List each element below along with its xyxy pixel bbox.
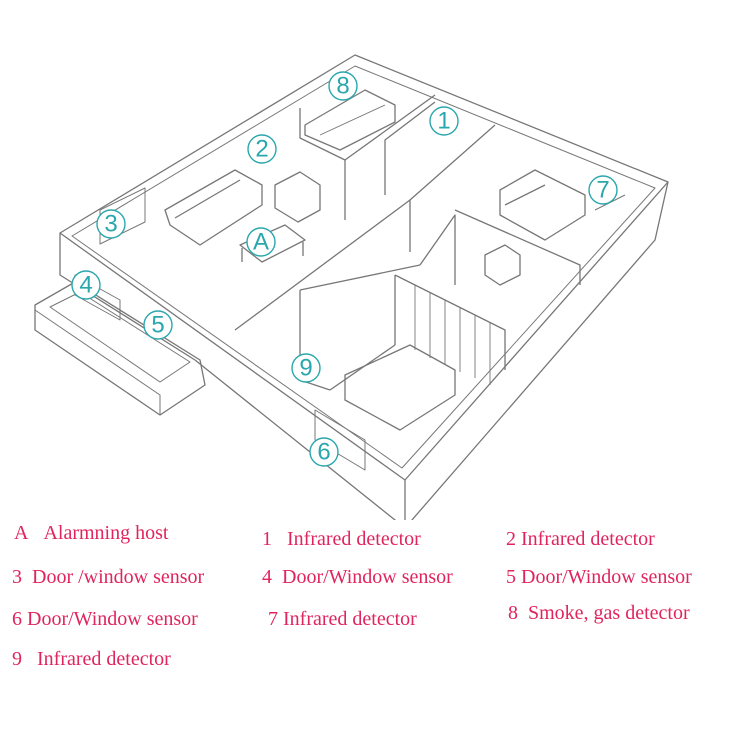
legend-text: Door /window sensor [32, 566, 205, 588]
legend-key: 2 [506, 528, 516, 550]
sofa [164, 169, 263, 246]
legend-key: 3 [12, 566, 22, 588]
marker-5-circle [143, 310, 173, 340]
legend-item-1: 1 Infrared detector [262, 528, 421, 551]
kitchen-counter-2 [319, 104, 386, 136]
legend-item-6: 6 Door/Window sensor [12, 608, 198, 631]
legend-text: Infrared detector [287, 528, 421, 550]
wall-hall [384, 101, 436, 195]
outer-wall-top [59, 54, 669, 481]
legend-key: 7 [268, 608, 278, 630]
legend-text: Door/Window sensor [27, 608, 198, 630]
marker-8-circle [328, 71, 358, 101]
marker-6-label: 6 [317, 439, 330, 466]
legend-key: 5 [506, 566, 516, 588]
marker-3-label: 3 [104, 211, 117, 238]
balcony-inner [49, 291, 191, 383]
legend-item-2: 2 Infrared detector [506, 528, 655, 551]
legend-text: Smoke, gas detector [528, 602, 690, 624]
wall-center [409, 124, 496, 252]
legend-text: Infrared detector [521, 528, 655, 550]
window-6 [314, 409, 366, 471]
legend-text: Alarmning host [43, 522, 169, 544]
marker-a-circle [246, 227, 276, 257]
marker-4-label: 4 [79, 272, 92, 299]
front-wall-lower [194, 359, 397, 520]
marker-9-circle [291, 353, 321, 383]
marker-7-label: 7 [596, 177, 609, 204]
legend-item-a: A Alarmning host [14, 522, 168, 545]
marker-2-label: 2 [255, 136, 268, 163]
marker-6-circle [309, 437, 339, 467]
legend-item-7: 7 Infrared detector [268, 608, 417, 631]
legend-key: 8 [508, 602, 518, 624]
legend-key: 9 [12, 648, 22, 670]
wall-closet [394, 274, 506, 370]
marker-1-circle [429, 106, 459, 136]
legend-text: Door/Window sensor [521, 566, 692, 588]
wall-bath [419, 214, 456, 285]
legend-text: Infrared detector [37, 648, 171, 670]
marker-2-circle [247, 134, 277, 164]
inner-outline [71, 65, 656, 469]
marker-5-label: 5 [151, 312, 164, 339]
legend-text: Door/Window sensor [282, 566, 453, 588]
bed [499, 169, 586, 241]
marker-1-label: 1 [437, 108, 450, 135]
marker-7-circle [588, 175, 618, 205]
marker-a-label: A [253, 229, 269, 256]
closet-panels [414, 285, 491, 385]
wall-kitchen [299, 108, 346, 220]
wall-bedroom [454, 209, 581, 285]
wall-mid [234, 199, 411, 331]
legend-key: 1 [262, 528, 272, 550]
legend-item-9: 9 Infrared detector [12, 648, 171, 671]
legend-key: A [14, 522, 29, 544]
legend-item-8: 8 Smoke, gas detector [508, 602, 690, 625]
legend-key: 6 [12, 608, 22, 630]
legend: A Alarmning host 1 Infrared detector 2 I… [0, 518, 740, 718]
marker-group [71, 71, 618, 467]
legend-item-4: 4 Door/Window sensor [262, 566, 453, 589]
legend-item-5: 5 Door/Window sensor [506, 566, 692, 589]
kitchen-counter [304, 89, 396, 151]
legend-key: 4 [262, 566, 272, 588]
wall-kitchen-2 [344, 94, 436, 161]
marker-8-label: 8 [336, 73, 349, 100]
bath-sink [484, 244, 521, 286]
outer-wall-front-face [404, 181, 669, 520]
marker-9-label: 9 [299, 355, 312, 382]
armchair [274, 171, 321, 223]
legend-item-3: 3 Door /window sensor [12, 566, 204, 589]
floor-plan-drawing: A 1 2 3 4 5 6 7 8 9 [34, 54, 669, 520]
bed-2 [344, 344, 456, 431]
wall-long [299, 264, 421, 291]
balcony-front [34, 309, 161, 415]
marker-3-circle [96, 209, 126, 239]
legend-text: Infrared detector [283, 608, 417, 630]
marker-4-circle [71, 270, 101, 300]
